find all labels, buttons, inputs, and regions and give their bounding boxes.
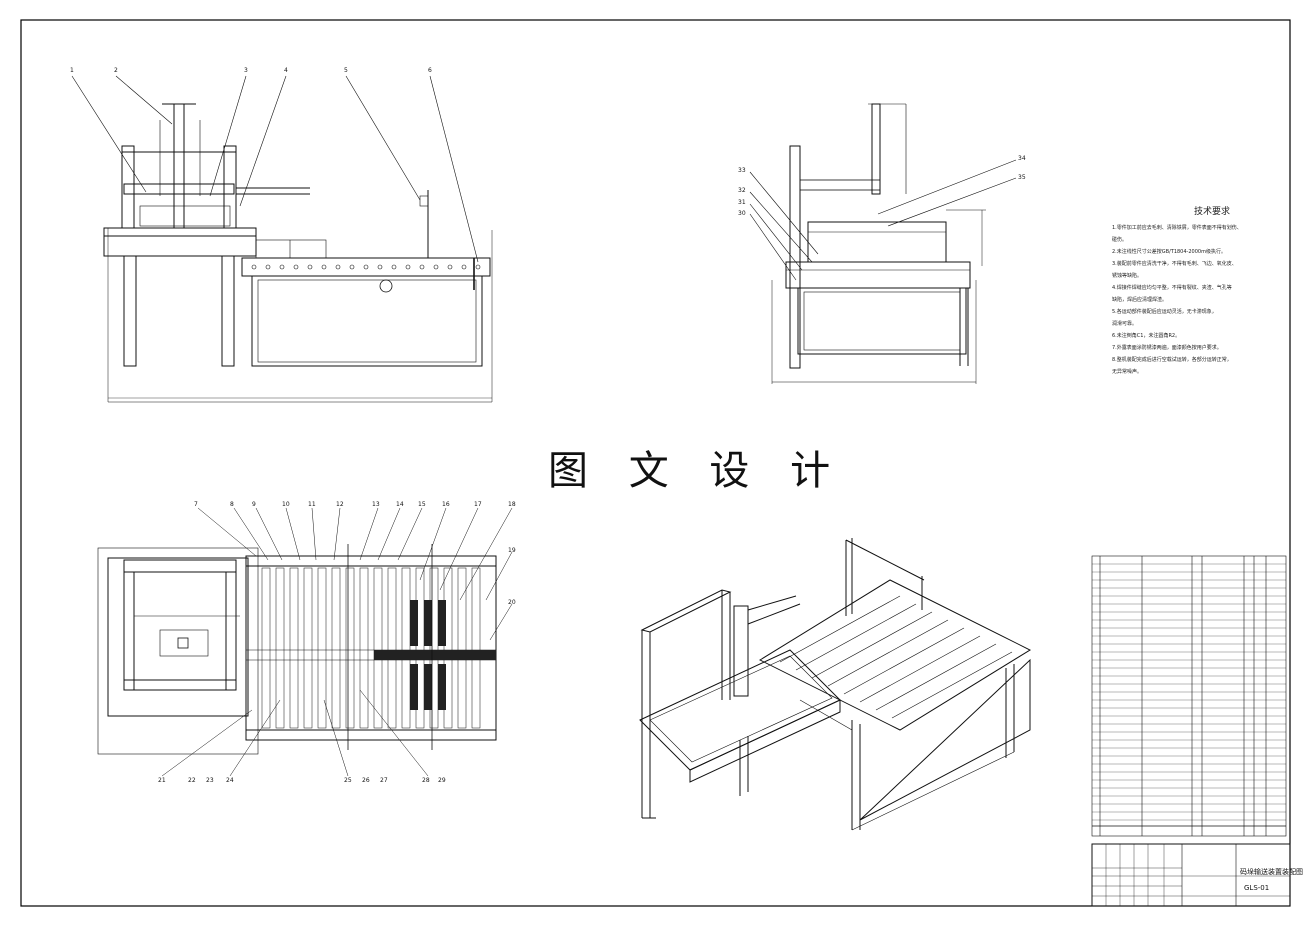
part-balloon: 21 <box>158 777 166 784</box>
note-line: 无异常噪声。 <box>1112 369 1143 375</box>
part-balloon: 18 <box>508 501 516 508</box>
front-view <box>103 103 493 403</box>
part-balloon: 11 <box>308 501 316 508</box>
note-line: 4.焊接件焊缝应均匀平整，不得有裂纹、夹渣、气孔等 <box>1112 285 1232 291</box>
isometric-view <box>639 538 1032 831</box>
note-line: 5.各运动部件装配后应运动灵活，无卡滞现象， <box>1112 309 1217 315</box>
plan-view-balloons-top: 7 8 9 10 11 12 13 14 15 16 17 18 19 20 <box>194 501 516 606</box>
plan-view-balloons-bottom: 21 22 23 24 25 26 27 28 29 <box>158 777 446 784</box>
note-line: 碰伤。 <box>1112 237 1128 243</box>
sheet-border <box>20 19 1291 907</box>
note-line: 1.零件加工前应去毛刺、清除铁屑，零件表面不得有划伤、 <box>1112 225 1242 231</box>
title-block <box>1091 843 1291 907</box>
drawing-name: 码垛输送装置装配图 <box>1240 867 1303 876</box>
drawing-number: GLS-01 <box>1244 884 1269 892</box>
part-balloon: 35 <box>1018 174 1026 181</box>
front-view-balloons: 1 2 3 4 5 6 <box>70 67 432 74</box>
part-balloon: 17 <box>474 501 482 508</box>
part-balloon: 22 <box>188 777 196 784</box>
note-line: 润滑可靠。 <box>1112 321 1138 327</box>
part-balloon: 2 <box>114 67 118 74</box>
note-line: 2.未注线性尺寸公差按GB/T1804-2000m级执行。 <box>1112 249 1226 255</box>
part-balloon: 27 <box>380 777 388 784</box>
plan-view-leaders <box>161 507 513 777</box>
part-balloon: 34 <box>1018 155 1026 162</box>
part-balloon: 16 <box>442 501 450 508</box>
part-balloon: 12 <box>336 501 344 508</box>
part-balloon: 23 <box>206 777 214 784</box>
front-view-leaders <box>71 75 479 263</box>
note-line: 缺陷，焊后应清理焊渣。 <box>1112 297 1168 303</box>
part-balloon: 1 <box>70 67 74 74</box>
plan-view <box>97 544 497 755</box>
technical-requirements-title: 技术要求 <box>1193 207 1230 217</box>
part-balloon: 30 <box>738 210 746 217</box>
part-balloon: 26 <box>362 777 370 784</box>
side-view-leaders <box>749 159 1017 281</box>
parts-list <box>1091 555 1287 837</box>
part-balloon: 15 <box>418 501 426 508</box>
side-view <box>771 103 986 384</box>
part-balloon: 13 <box>372 501 380 508</box>
part-balloon: 14 <box>396 501 404 508</box>
note-line: 7.外露表面涂防锈漆两遍，面漆颜色按用户要求。 <box>1112 345 1222 351</box>
note-line: 锈蚀等缺陷。 <box>1112 273 1143 279</box>
part-balloon: 8 <box>230 501 234 508</box>
part-balloon: 31 <box>738 199 746 206</box>
part-balloon: 20 <box>508 599 516 606</box>
technical-requirements: 技术要求 1.零件加工前应去毛刺、清除铁屑，零件表面不得有划伤、 碰伤。 2.未… <box>1112 206 1282 378</box>
part-balloon: 33 <box>738 167 746 174</box>
part-balloon: 7 <box>194 501 198 508</box>
part-balloon: 24 <box>226 777 234 784</box>
part-balloon: 28 <box>422 777 430 784</box>
side-view-balloons: 33 32 31 30 34 35 <box>738 155 1026 217</box>
note-line: 6.未注倒角C1，未注圆角R2。 <box>1112 333 1181 339</box>
part-balloon: 9 <box>252 501 256 508</box>
part-balloon: 25 <box>344 777 352 784</box>
part-balloon: 5 <box>344 67 348 74</box>
note-line: 3.装配前零件应清洗干净，不得有毛刺、飞边、氧化皮、 <box>1112 261 1237 267</box>
part-balloon: 32 <box>738 187 746 194</box>
part-balloon: 29 <box>438 777 446 784</box>
part-balloon: 6 <box>428 67 432 74</box>
watermark-text: 图 文 设 计 <box>548 448 845 494</box>
note-line: 8.整机装配完成后进行空载试运转，各部分运转正常， <box>1112 357 1232 363</box>
part-balloon: 10 <box>282 501 290 508</box>
part-balloon: 19 <box>508 547 516 554</box>
part-balloon: 3 <box>244 67 248 74</box>
part-balloon: 4 <box>284 67 288 74</box>
